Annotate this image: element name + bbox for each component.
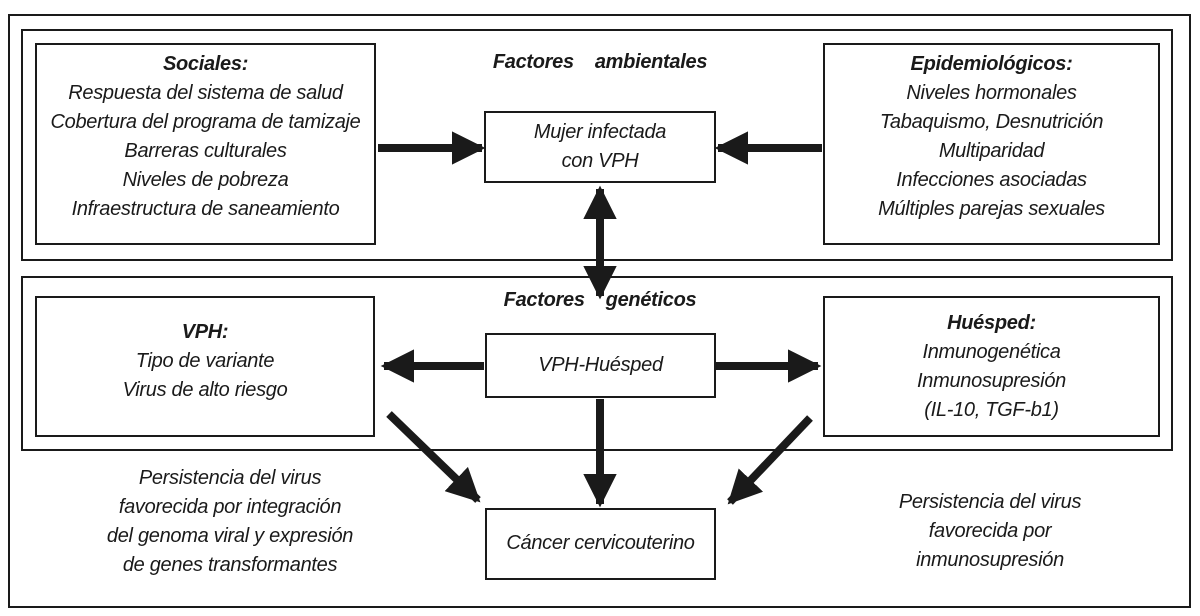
vph-factor-item: Tipo de variante (135, 350, 275, 372)
social-factor-item: Infraestructura de saneamiento (71, 198, 340, 220)
vph-host-box (485, 333, 716, 398)
host-factor-item: (IL-10, TGF-b1) (924, 399, 1059, 421)
note-line: Persistencia del virus (138, 467, 322, 489)
note-line: de genes transformantes (122, 554, 338, 576)
note-line: Persistencia del virus (898, 491, 1082, 513)
social-factors-box (35, 43, 376, 245)
epidemiological-factor-item: Tabaquismo, Desnutrición (879, 111, 1104, 133)
host-factors-box (823, 296, 1160, 437)
social-factors-heading: Sociales: (162, 53, 249, 75)
epidemiological-factors-text: Epidemiológicos: Niveles hormonales Taba… (823, 50, 1160, 224)
host-factors-heading: Huésped: (947, 312, 1036, 334)
epidemiological-factors-heading: Epidemiológicos: (910, 53, 1073, 75)
viral-persistence-immunosuppression-note: Persistencia del virus favorecida por in… (820, 488, 1160, 575)
vph-to-cancer-arrow (386, 411, 481, 503)
social-factor-item: Niveles de pobreza (122, 169, 289, 191)
epidemiological-factor-item: Infecciones asociadas (896, 169, 1087, 191)
host-factor-item: Inmunogenética (922, 341, 1061, 363)
host-factors-text: Huésped: Inmunogenética Inmunosupresión … (823, 309, 1160, 425)
host-factor-item: Inmunosupresión (917, 370, 1066, 392)
social-factor-item: Cobertura del programa de tamizaje (50, 111, 361, 133)
infected-woman-line: con VPH (561, 150, 639, 172)
social-factor-item: Barreras culturales (124, 140, 287, 162)
social-factor-item: Respuesta del sistema de salud (68, 82, 343, 104)
host-to-cancer-arrow (727, 415, 813, 505)
viral-persistence-integration-note: Persistencia del virus favorecida por in… (60, 464, 400, 580)
genetic-factors-title: Factores genéticos (503, 289, 697, 311)
note-line: inmunosupresión (916, 549, 1064, 571)
vph-factor-item: Virus de alto riesgo (122, 379, 288, 401)
epidemiological-factor-item: Niveles hormonales (906, 82, 1077, 104)
vph-factors-heading: VPH: (181, 321, 229, 343)
infected-woman-line: Mujer infectada (533, 121, 667, 143)
note-line: favorecida por integración (118, 496, 342, 518)
epidemiological-factors-box (823, 43, 1160, 245)
epidemiological-factor-item: Múltiples parejas sexuales (878, 198, 1105, 220)
vph-factors-text: VPH: Tipo de variante Virus de alto ries… (35, 318, 375, 405)
vph-factors-box (35, 296, 375, 437)
epidemiological-factor-item: Multiparidad (938, 140, 1045, 162)
infected-woman-text: Mujer infectada con VPH (484, 118, 716, 176)
cervical-cancer-box (485, 508, 716, 580)
note-line: del genoma viral y expresión (106, 525, 354, 547)
social-factors-text: Sociales: Respuesta del sistema de salud… (35, 50, 376, 224)
environmental-factors-title: Factores ambientales (492, 51, 708, 73)
cervical-cancer-label: Cáncer cervicouterino (506, 532, 695, 554)
vph-host-label: VPH-Huésped (538, 354, 663, 376)
note-line: favorecida por (928, 520, 1052, 542)
